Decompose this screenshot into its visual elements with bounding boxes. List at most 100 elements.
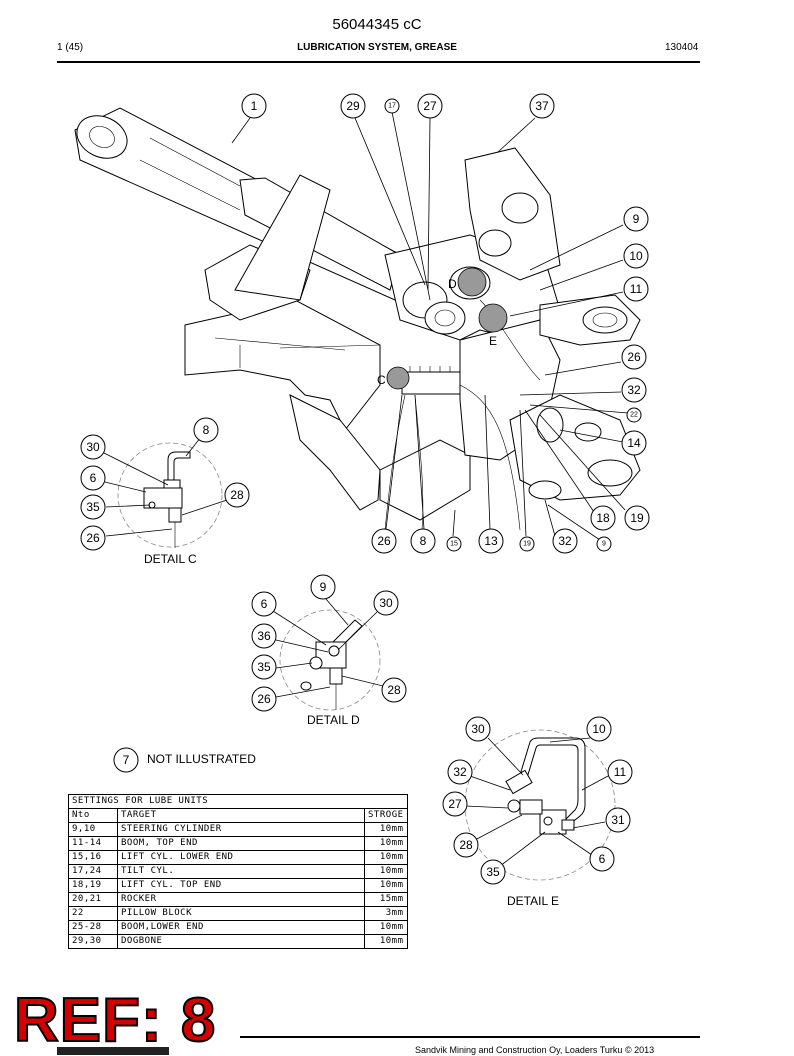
svg-text:9: 9	[320, 580, 327, 594]
svg-text:1: 1	[251, 99, 258, 113]
table-cell: 18,19	[68, 878, 118, 893]
rear-frame-arm	[509, 294, 641, 501]
document-date: 130404	[665, 42, 699, 53]
lube-distributor-block	[401, 366, 461, 395]
table-cell: 25-28	[68, 920, 118, 935]
detail-d-callout-28: 28	[381, 677, 407, 703]
callout-bottom-9: 9	[596, 536, 612, 552]
section-title: LUBRICATION SYSTEM, GREASE	[297, 42, 457, 53]
svg-text:27: 27	[448, 797, 462, 811]
svg-text:30: 30	[379, 596, 393, 610]
detail-d-label: DETAIL D	[307, 713, 360, 727]
callout-27: 27	[417, 93, 443, 119]
detail-e-callout-30: 30	[465, 716, 491, 742]
detail-c-callout-30: 30	[80, 434, 106, 460]
svg-text:10: 10	[592, 722, 606, 736]
svg-text:29: 29	[346, 99, 360, 113]
table-cell: 9,10	[68, 822, 118, 837]
detail-e-callout-35: 35	[480, 859, 506, 885]
svg-text:30: 30	[86, 440, 100, 454]
detail-c: 8 30 6 28 35 26 DETAIL C	[80, 417, 250, 566]
lube-settings-table: SETTINGS FOR LUBE UNITS Nto TARGET STROG…	[68, 794, 408, 949]
detail-e-callout-28: 28	[453, 832, 479, 858]
detail-c-callout-35: 35	[80, 494, 106, 520]
table-cell: 15,16	[68, 850, 118, 865]
detail-marker-c: C	[377, 373, 386, 387]
detail-d-callout-9: 9	[310, 574, 336, 600]
table-cell: DOGBONE	[117, 934, 365, 949]
table-cell: BOOM,LOWER END	[117, 920, 365, 935]
svg-text:26: 26	[377, 534, 391, 548]
column-header: TARGET	[117, 808, 365, 823]
svg-text:31: 31	[611, 813, 625, 827]
footer-copyright: Sandvik Mining and Construction Oy, Load…	[415, 1045, 655, 1055]
svg-text:26: 26	[627, 350, 641, 364]
svg-text:17: 17	[388, 103, 396, 110]
callout-19: 19	[624, 505, 650, 531]
svg-text:9: 9	[633, 212, 640, 226]
svg-text:28: 28	[230, 488, 244, 502]
svg-text:37: 37	[535, 99, 549, 113]
detail-c-callout-28: 28	[224, 482, 250, 508]
table-cell: 10mm	[364, 864, 408, 879]
detail-d: 9 6 30 36 35 28 26 DETAIL D	[251, 574, 407, 727]
callout-17: 17	[384, 98, 400, 114]
table-cell: 29,30	[68, 934, 118, 949]
detail-e-callout-32: 32	[447, 759, 473, 785]
svg-text:13: 13	[484, 534, 498, 548]
svg-text:11: 11	[630, 282, 643, 296]
detail-e-label: DETAIL E	[507, 894, 559, 908]
column-header: Nto	[68, 808, 118, 823]
document-number: 56044345 cC	[332, 16, 422, 33]
callout-29: 29	[340, 93, 366, 119]
table-row: 18,19 LIFT CYL. TOP END 10mm	[68, 878, 408, 893]
callout-10: 10	[623, 243, 649, 269]
table-row: 17,24 TILT CYL. 10mm	[68, 864, 408, 879]
table-cell: TILT CYL.	[117, 864, 365, 879]
table-row: 29,30 DOGBONE 10mm	[68, 934, 408, 949]
front-frame	[184, 174, 471, 521]
callout-bottom-8: 8	[410, 528, 436, 554]
detail-c-callout-26: 26	[80, 525, 106, 551]
table-cell: 11-14	[68, 836, 118, 851]
callout-14: 14	[621, 430, 647, 456]
table-row: 25-28 BOOM,LOWER END 10mm	[68, 920, 408, 935]
svg-text:8: 8	[203, 423, 210, 437]
svg-text:28: 28	[387, 683, 401, 697]
svg-text:36: 36	[257, 629, 271, 643]
footer-rule	[240, 1036, 700, 1038]
callout-7: 7	[113, 747, 139, 773]
detail-d-callout-26: 26	[251, 686, 277, 712]
callout-bottom-15: 15	[446, 536, 462, 552]
svg-text:6: 6	[90, 471, 97, 485]
svg-text:28: 28	[459, 838, 473, 852]
page-count: 1 (45)	[57, 42, 84, 53]
table-cell: 3mm	[364, 906, 408, 921]
detail-marker-e: E	[489, 334, 497, 348]
table-cell: 22	[68, 906, 118, 921]
svg-text:35: 35	[486, 865, 500, 879]
svg-text:32: 32	[453, 765, 467, 779]
svg-text:18: 18	[596, 511, 610, 525]
table-cell: STEERING CYLINDER	[117, 822, 365, 837]
svg-text:19: 19	[630, 511, 644, 525]
table-cell: 10mm	[364, 878, 408, 893]
not-illustrated-note: NOT ILLUSTRATED	[147, 752, 256, 766]
svg-text:35: 35	[257, 660, 271, 674]
detail-d-callout-30: 30	[373, 590, 399, 616]
table-cell: LIFT CYL. TOP END	[117, 878, 365, 893]
svg-text:8: 8	[420, 534, 427, 548]
svg-text:26: 26	[86, 531, 100, 545]
reference-stamp: REF: 8	[13, 985, 217, 1056]
column-header: STROGE	[364, 808, 408, 823]
table-cell: 20,21	[68, 892, 118, 907]
svg-text:9: 9	[602, 541, 606, 548]
loader-frame-drawing: D E C	[74, 107, 641, 531]
callout-11: 11	[623, 276, 649, 302]
detail-c-label: DETAIL C	[144, 552, 197, 566]
table-cell: 10mm	[364, 822, 408, 837]
table-row: 20,21 ROCKER 15mm	[68, 892, 408, 907]
svg-text:10: 10	[629, 249, 643, 263]
table-cell: 17,24	[68, 864, 118, 879]
